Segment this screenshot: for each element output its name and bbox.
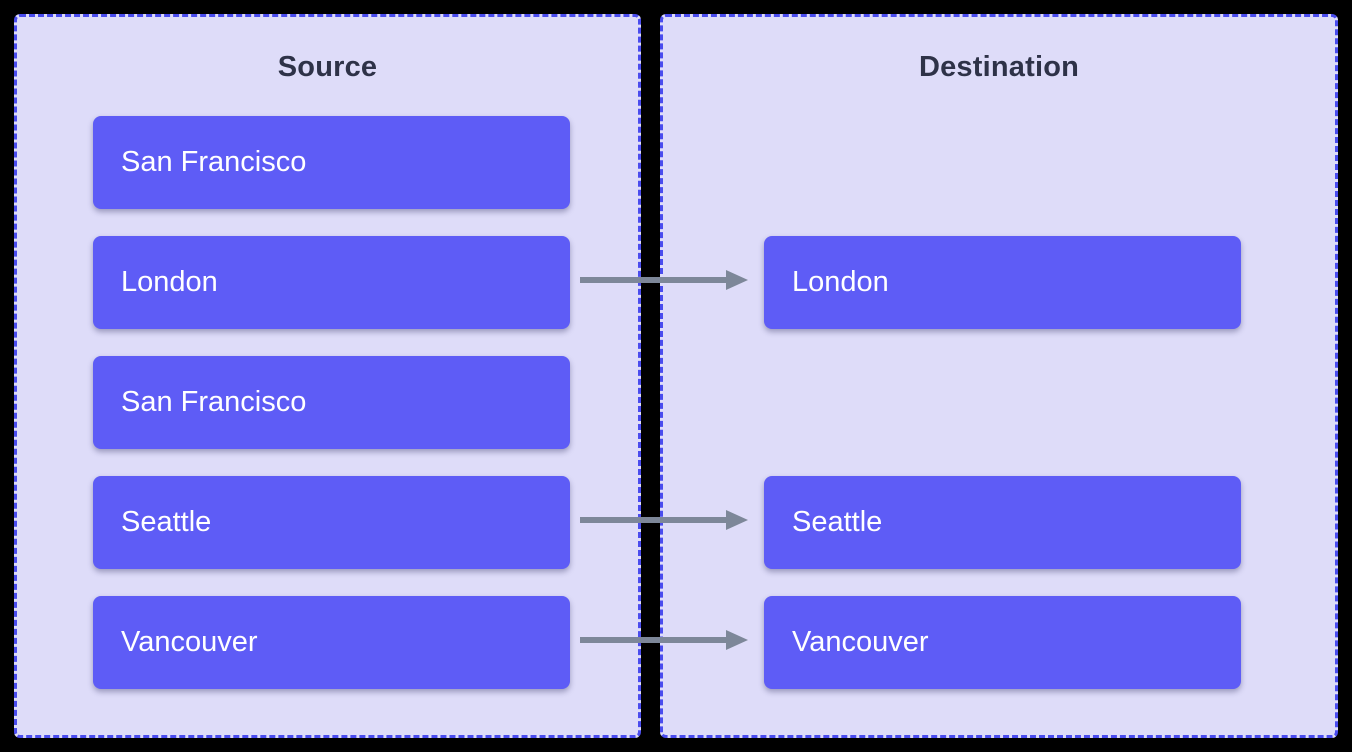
source-item[interactable]: San Francisco	[93, 116, 570, 209]
destination-panel[interactable]: Destination London Seattle Vancouver	[660, 14, 1338, 738]
destination-panel-title: Destination	[918, 51, 1080, 83]
destination-item[interactable]: Vancouver	[764, 596, 1241, 689]
destination-item[interactable]: Seattle	[764, 476, 1241, 569]
source-item[interactable]: Vancouver	[93, 596, 570, 689]
source-item[interactable]: London	[93, 236, 570, 329]
arrow-right-icon	[580, 510, 748, 530]
source-panel-title: Source	[277, 51, 378, 83]
source-panel[interactable]: Source San Francisco London San Francisc…	[14, 14, 641, 738]
source-item[interactable]: San Francisco	[93, 356, 570, 449]
mapping-arrow	[580, 627, 750, 653]
destination-item[interactable]: London	[764, 236, 1241, 329]
mapping-arrow	[580, 267, 750, 293]
arrow-right-icon	[580, 630, 748, 650]
arrow-right-icon	[580, 270, 748, 290]
source-item[interactable]: Seattle	[93, 476, 570, 569]
mapping-arrow	[580, 507, 750, 533]
